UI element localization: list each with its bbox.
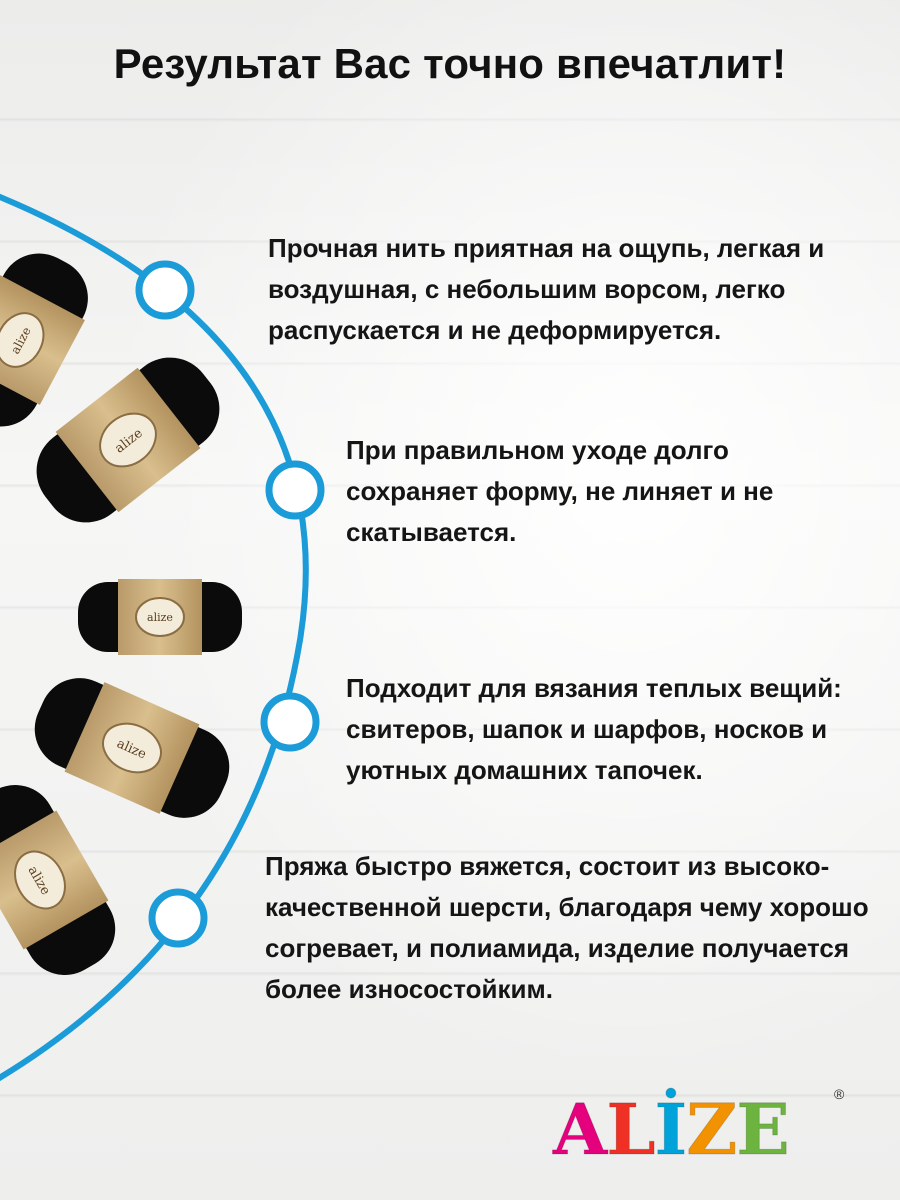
feature-text-2: При правильном уходе долго сохраняет фор…: [346, 435, 774, 547]
yarn-skein-image: alize: [0, 785, 116, 975]
bullet-ring-icon: [135, 260, 195, 320]
feature-text-4: Пряжа быстро вяжется, состоит из высоко-…: [265, 851, 869, 1004]
bullet-ring-icon: [148, 888, 208, 948]
registered-mark: ®: [834, 1086, 845, 1102]
brand-letter: Z: [686, 1088, 738, 1171]
skein-label-text: alize: [147, 611, 173, 624]
bullet-ring-icon: [260, 692, 320, 752]
yarn-skein-image: alize: [0, 253, 88, 427]
page-headline: Результат Вас точно впечатлит!: [113, 40, 787, 87]
bullet-ring-icon: [265, 460, 325, 520]
brand-letter: İ: [654, 1088, 688, 1171]
feature-text-3: Подходит для вязания теплых вещий: свите…: [346, 673, 842, 785]
yarn-skein-image: alize: [34, 678, 230, 818]
brand-letter: A: [552, 1088, 607, 1171]
yarn-skein-image: alize: [78, 579, 242, 655]
brand-logo: A L İ Z E: [552, 1080, 790, 1171]
yarn-skein-image: alize: [36, 357, 220, 523]
brand-letter: L: [606, 1088, 656, 1171]
feature-text-1: Прочная нить приятная на ощупь, легкая и…: [268, 233, 825, 345]
brand-letter: E: [736, 1088, 790, 1171]
